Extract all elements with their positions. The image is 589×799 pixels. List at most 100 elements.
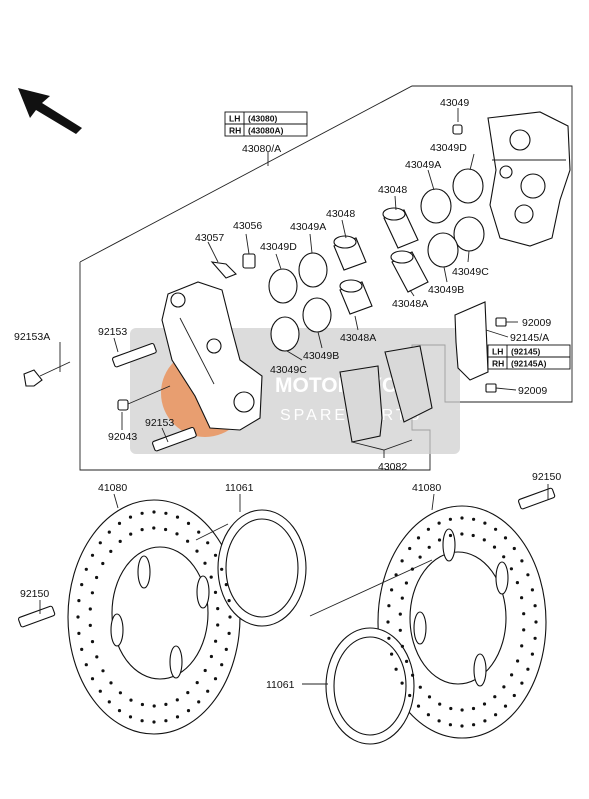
vent-hole (437, 719, 441, 723)
vent-hole (88, 607, 92, 611)
seal-43049-icon (452, 124, 463, 135)
label-41080-right[interactable]: 41080 (412, 482, 441, 494)
disc-right-vent-holes-inner (398, 532, 526, 712)
vent-hole (416, 704, 421, 708)
bolt-92150-left-icon (18, 605, 56, 628)
vent-hole (80, 583, 84, 587)
label-43049d-left[interactable]: 43049D (260, 241, 297, 253)
label-43082[interactable]: 43082 (378, 461, 407, 473)
label-43049b-left[interactable]: 43049B (303, 350, 339, 362)
label-41080-left[interactable]: 41080 (98, 482, 127, 494)
label-43048-right[interactable]: 43048 (378, 184, 407, 196)
label-43080-a[interactable]: 43080/A (242, 143, 281, 155)
label-11061-top[interactable]: 11061 (225, 482, 254, 494)
vent-hole (494, 713, 498, 717)
vent-hole (203, 668, 207, 673)
vent-hole (220, 567, 224, 571)
vent-hole (503, 536, 508, 540)
vent-hole (516, 659, 520, 663)
vent-hole (129, 532, 133, 536)
bracket-rh-value: (92145A) (511, 359, 547, 369)
label-92145-a[interactable]: 92145/A (510, 332, 549, 344)
label-92153-bottom[interactable]: 92153 (145, 417, 174, 429)
bleeder-92043-icon (117, 385, 171, 411)
disc-41080-left-icon[interactable] (67, 499, 241, 735)
vent-hole (98, 689, 102, 693)
shim-11061-top-icon[interactable] (217, 509, 307, 627)
disc-left-vent-holes-inner (88, 526, 220, 708)
label-92009-top[interactable]: 92009 (522, 317, 551, 329)
shim-11061-bottom-icon[interactable] (325, 627, 415, 745)
seal-43049a-right-icon (420, 188, 452, 224)
vent-hole (400, 644, 404, 648)
vent-hole (418, 685, 422, 689)
vent-hole (209, 575, 213, 579)
label-92153a[interactable]: 92153A (14, 331, 50, 343)
caliper-rh-value: (43080A) (248, 126, 284, 136)
vent-hole (503, 704, 508, 708)
vent-hole (520, 681, 524, 685)
caliper-lh-rh-table: LH (43080) RH (43080A) (224, 111, 308, 137)
part-labels: 43049 43049D 43049A 43048 43049C 43049B … (14, 97, 561, 691)
vent-hole (460, 708, 464, 712)
vent-hole (209, 654, 213, 659)
vent-hole (203, 561, 207, 565)
vent-hole (472, 723, 476, 727)
label-11061-bottom[interactable]: 11061 (266, 679, 295, 691)
vent-hole (206, 541, 210, 545)
label-43049d-right[interactable]: 43049D (430, 142, 467, 154)
vent-hole (195, 681, 199, 685)
vent-hole (394, 573, 398, 577)
label-43049c-right[interactable]: 43049C (452, 266, 489, 278)
vent-hole (449, 706, 453, 711)
bracket-lh-value: (92145) (511, 347, 540, 357)
label-43049a-right[interactable]: 43049A (405, 159, 441, 171)
vent-hole (213, 590, 218, 595)
vent-hole (408, 693, 412, 698)
vent-hole (227, 599, 231, 603)
disc-41080-right-icon[interactable] (377, 505, 547, 739)
brake-pads-43082-icon[interactable] (339, 345, 433, 443)
piston-43048a-right-icon (390, 250, 429, 293)
caliper-lh-label: LH (229, 114, 240, 124)
label-43057[interactable]: 43057 (195, 232, 224, 244)
vent-hole (400, 681, 404, 685)
caliper-body-right[interactable] (487, 111, 571, 247)
vent-hole (164, 702, 168, 707)
bracket-92145-icon[interactable] (454, 301, 489, 381)
vent-hole (394, 667, 398, 671)
label-43049a-left[interactable]: 43049A (290, 221, 326, 233)
label-43048a-right[interactable]: 43048A (392, 298, 428, 310)
label-92150-right[interactable]: 92150 (532, 471, 561, 483)
caliper-body-left[interactable] (161, 281, 263, 431)
vent-hole (175, 698, 179, 702)
vent-hole (118, 539, 122, 544)
label-43056[interactable]: 43056 (233, 220, 262, 232)
label-92153-top[interactable]: 92153 (98, 326, 127, 338)
label-43049c-left[interactable]: 43049C (270, 364, 307, 376)
vent-hole (206, 689, 210, 693)
label-92043[interactable]: 92043 (108, 431, 137, 443)
label-92150-left[interactable]: 92150 (20, 588, 49, 600)
vent-hole (416, 536, 421, 540)
vent-hole (95, 655, 99, 659)
label-43049-top[interactable]: 43049 (440, 97, 469, 109)
vent-hole (427, 545, 431, 549)
vent-hole (482, 702, 487, 706)
vent-hole (448, 723, 452, 727)
piston-43048-left-icon (333, 235, 367, 271)
vent-hole (80, 647, 84, 652)
vent-hole (186, 691, 190, 695)
vent-hole (387, 604, 391, 608)
piston-43048-right-icon (382, 207, 419, 249)
vent-hole (90, 677, 95, 681)
label-43048-left[interactable]: 43048 (326, 208, 355, 220)
vent-hole (140, 528, 144, 532)
vent-hole (510, 673, 514, 677)
label-92009-bottom[interactable]: 92009 (518, 385, 547, 397)
label-43049b-right[interactable]: 43049B (428, 284, 464, 296)
bracket-lh-label: LH (492, 347, 503, 357)
vent-hole (520, 559, 524, 563)
vent-hole (88, 623, 92, 628)
label-43048a-left[interactable]: 43048A (340, 332, 376, 344)
